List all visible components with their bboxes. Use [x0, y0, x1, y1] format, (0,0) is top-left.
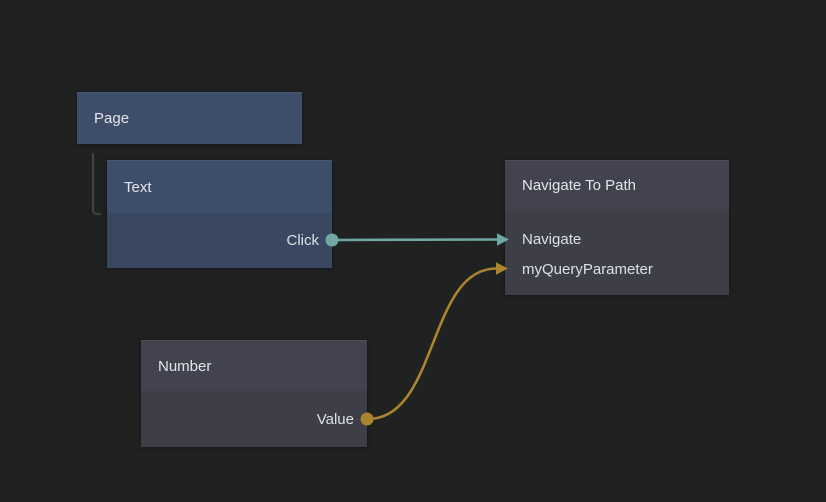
hierarchy-connector-line: [92, 153, 101, 215]
node-number-header[interactable]: Number: [141, 340, 367, 391]
data-wire[interactable]: [367, 267, 497, 421]
node-page-title: Page: [94, 110, 130, 127]
node-number[interactable]: Number Value: [141, 340, 367, 447]
node-navigate-to-path[interactable]: Navigate To Path Navigate myQueryParamet…: [505, 160, 729, 295]
node-page-header[interactable]: Page: [77, 92, 302, 144]
node-text-header[interactable]: Text: [107, 160, 332, 213]
input-row-navigate[interactable]: Navigate: [505, 224, 729, 254]
node-number-body: Value: [141, 391, 367, 447]
input-label-navigate: Navigate: [522, 230, 582, 248]
node-navigate-to-path-header[interactable]: Navigate To Path: [505, 160, 729, 209]
node-navigate-to-path-title: Navigate To Path: [522, 176, 636, 194]
output-label-value: Value: [316, 410, 354, 428]
node-text-title: Text: [124, 178, 152, 196]
node-text[interactable]: Text Click: [107, 160, 332, 268]
node-number-title: Number: [158, 357, 212, 375]
node-navigate-to-path-body: Navigate myQueryParameter: [505, 209, 729, 295]
input-label-myqueryparameter: myQueryParameter: [522, 260, 653, 278]
connection-click-to-navigate[interactable]: [325, 233, 510, 247]
connection-value-to-myqueryparameter[interactable]: [360, 262, 509, 426]
output-row-value[interactable]: Value: [141, 404, 367, 434]
signal-wire[interactable]: [331, 238, 498, 242]
input-row-myqueryparameter[interactable]: myQueryParameter: [505, 254, 729, 284]
node-page[interactable]: Page: [77, 92, 302, 144]
node-text-body: Click: [107, 213, 332, 268]
output-label-click: Click: [286, 232, 320, 249]
output-row-click[interactable]: Click: [107, 226, 332, 256]
